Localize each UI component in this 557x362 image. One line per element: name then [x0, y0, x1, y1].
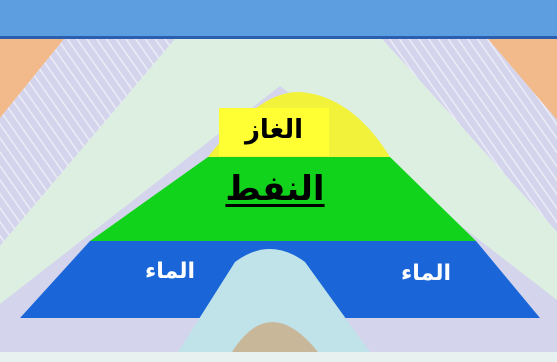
top-strip-edge — [0, 36, 557, 39]
water-left-label: الماء — [130, 254, 210, 290]
gas-label: الغاز — [219, 108, 329, 156]
water-right-label: الماء — [386, 256, 466, 292]
top-strip — [0, 0, 557, 36]
bottom-strip — [0, 352, 557, 362]
oil-label: النفط — [218, 160, 332, 216]
